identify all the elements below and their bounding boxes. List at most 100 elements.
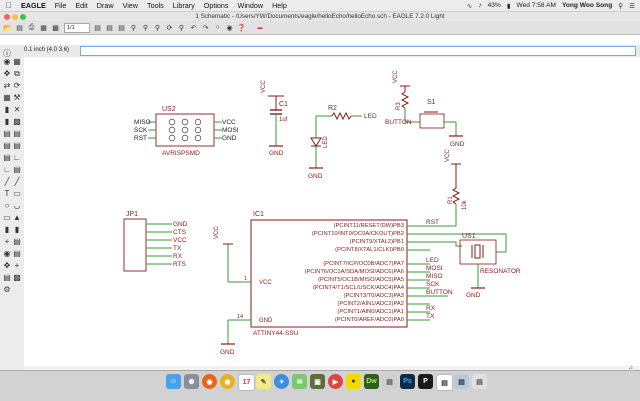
cam-icon[interactable]: ▦ [40,24,47,32]
bus-icon[interactable]: ╱ [14,177,20,186]
move-icon[interactable]: ✥ [3,69,11,78]
menu-window[interactable]: Window [231,1,264,10]
minimize-window-icon[interactable] [12,14,18,20]
dock-calendar-icon[interactable]: 17 [238,374,255,391]
resistor-r3-switch-s1[interactable]: VCC R3 BUTTON S1 GND [385,70,465,148]
label-icon[interactable]: ▭ [13,189,21,198]
junction-icon[interactable]: + [4,237,10,246]
split-icon[interactable]: ∟ [3,165,11,174]
wifi-icon[interactable]: ∿ [466,2,473,10]
battery-percent[interactable]: 43% [487,2,501,9]
print-icon[interactable]: ⎙ [28,23,35,31]
dock-preview-icon[interactable]: ▤ [436,374,453,391]
menu-view[interactable]: View [116,1,138,10]
dock-photoshop-icon[interactable]: Ps [400,374,415,389]
zoom-out-icon[interactable]: ⚲ [154,24,161,32]
save-icon[interactable]: ▤ [16,24,23,32]
mirror-icon[interactable]: ⇄ [3,81,11,90]
erc-icon[interactable]: ◉ [3,249,11,258]
sheet-select[interactable]: 1/1 [64,22,90,33]
schematic-canvas[interactable]: VCC C1 1uf GND R2 LED LED GND VCC R3 BUT… [24,57,640,370]
menu-library[interactable]: Library [166,1,195,10]
rotate-icon[interactable]: ⟳ [13,81,21,90]
use-library-icon[interactable]: ▤ [94,24,101,32]
mark-icon[interactable]: + [14,261,20,270]
gateswap-icon[interactable]: ▤ [3,273,11,282]
close-window-icon[interactable] [4,14,10,20]
invoke-icon[interactable]: ▤ [13,129,21,138]
list-icon[interactable]: ☰ [629,2,635,10]
resize-grip-icon[interactable]: ⊿ [628,365,634,371]
go-icon[interactable]: ◉ [226,24,233,32]
value-icon[interactable]: ▤ [13,141,21,150]
search-icon[interactable]: ⚲ [618,2,624,10]
dock-launchpad-icon[interactable]: ✺ [184,374,199,389]
clock[interactable]: Wed 7:58 AM [516,2,556,9]
run-ulp-icon[interactable]: ▤ [118,24,125,32]
info-icon[interactable]: ⓘ [3,49,11,58]
capacitor-c1[interactable]: VCC C1 1uf GND [261,80,288,157]
paste-icon[interactable]: ▮ [4,105,10,114]
menu-help[interactable]: Help [266,1,287,10]
command-input[interactable] [80,46,636,56]
battery-icon[interactable]: ▮ [506,2,511,10]
resonator-us1[interactable]: US1 RESONATOR GND [459,233,521,299]
menu-tools[interactable]: Tools [140,1,164,10]
horizontal-scrollbar[interactable] [24,366,640,370]
name-icon[interactable]: ▤ [3,141,11,150]
schematic-drawing[interactable]: VCC C1 1uf GND R2 LED LED GND VCC R3 BUT… [24,57,640,370]
circle-icon[interactable]: ○ [4,201,10,210]
undo-icon[interactable]: ↶ [190,24,197,32]
replace-icon[interactable]: ▤ [3,129,11,138]
dock-notes-icon[interactable]: ✎ [256,374,271,389]
dock-kakaotalk-icon[interactable]: ● [346,374,361,389]
dimension-icon[interactable]: ✥ [3,261,11,270]
add-icon[interactable]: ▮ [4,117,10,126]
dock-trash-icon[interactable]: ▤ [472,374,487,389]
wire-icon[interactable]: ╱ [4,177,10,186]
resistor-r2-led[interactable]: R2 LED LED GND [308,105,377,180]
header-us2[interactable]: US2 MISO SCK RST VCC MOSI GND AVRISPSMD [134,106,239,157]
header-jp1[interactable]: JP1 GND CTS VCC TX RX RTS [123,211,188,272]
errors-icon[interactable]: ▤ [13,249,21,258]
copy-icon[interactable]: ⧉ [14,69,20,78]
dock-dreamweaver-icon[interactable]: Dw [364,374,379,389]
change-icon[interactable]: ⚒ [13,93,21,102]
open-icon[interactable]: 📂 [3,24,12,32]
apple-menu-icon[interactable]:  [6,1,12,10]
smash-icon[interactable]: ▤ [3,153,11,162]
ic1-attiny44[interactable]: IC1 ATTINY44-SSU VCC GND VCC 1 14 GND [214,211,507,356]
arc-icon[interactable]: ◡ [13,201,21,210]
menu-edit[interactable]: Edit [69,1,87,10]
dock-firefox-icon[interactable]: ◉ [202,374,217,389]
design-link-icon[interactable]: ▬ [257,24,263,31]
settings-icon[interactable]: ⚙ [3,285,11,294]
miter-icon[interactable]: ∟ [13,153,21,162]
display-icon[interactable]: ▦ [13,57,21,66]
board-icon[interactable]: ▩ [52,24,59,32]
dock-safari-icon[interactable]: ✦ [274,374,289,389]
dock-folder-icon[interactable]: ▤ [454,374,469,389]
resistor-r1[interactable]: VCC R1 10k [445,149,468,226]
redo-icon[interactable]: ↷ [202,24,209,32]
zoom-window-icon[interactable] [20,14,26,20]
board-switch-icon[interactable]: ▩ [13,273,21,282]
script-icon[interactable]: ▤ [106,24,113,32]
user-name[interactable]: Yong Woo Song [561,2,613,9]
rect-icon[interactable]: ▭ [3,213,11,222]
dock-fonts-icon[interactable]: ▤ [382,374,397,389]
menu-file[interactable]: File [48,1,67,10]
group-icon[interactable]: ▦ [3,93,11,102]
volume-icon[interactable]: ♪ [478,2,482,9]
bus-line-icon[interactable]: ▮ [4,225,10,234]
delete-icon[interactable]: ✕ [13,105,21,114]
zoom-fit-icon[interactable]: ⚲ [130,24,137,32]
dock-eagle-icon[interactable]: P [418,374,433,389]
pinswap-icon[interactable]: ▩ [13,117,21,126]
polygon-icon[interactable]: ▲ [13,213,21,222]
app-menu[interactable]: EAGLE [15,1,46,10]
net-icon[interactable]: ▮ [14,225,20,234]
zoom-in-icon[interactable]: ⚲ [142,24,149,32]
text-icon[interactable]: T [4,189,10,198]
dock-finder-icon[interactable]: ☺ [166,374,181,389]
